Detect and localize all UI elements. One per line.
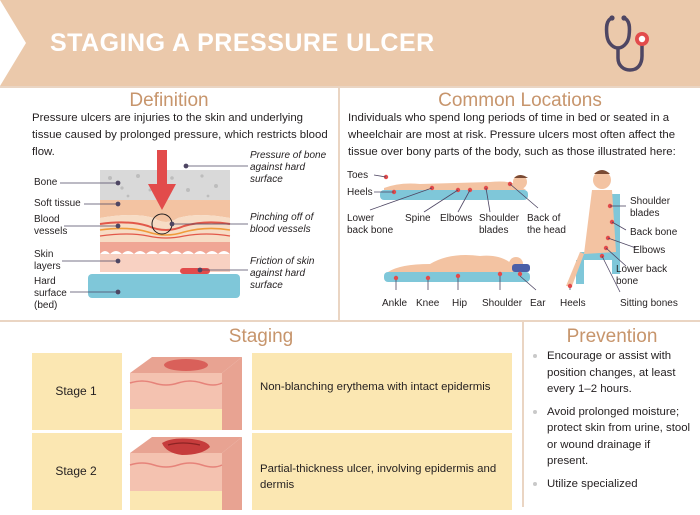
label-blood-vessels-1: Blood — [34, 214, 60, 225]
bullet-icon — [533, 354, 537, 358]
label-friction-1: Friction of skin — [250, 256, 315, 267]
label-elbows: Elbows — [440, 213, 473, 224]
label-pinching-2: blood vessels — [250, 224, 311, 235]
label-back-head-1: Back of — [527, 213, 561, 224]
list-item: Avoid prolonged moisture; protect skin f… — [533, 404, 693, 470]
stage-description: Non-blanching erythema with intact epide… — [260, 381, 491, 393]
label-heels-seated: Heels — [560, 298, 586, 309]
header-banner: STAGING A PRESSURE ULCER — [0, 0, 700, 86]
label-spine: Spine — [405, 213, 431, 224]
prevention-title: Prevention — [566, 326, 658, 347]
label-w-lower-back-1: Lower back — [616, 264, 668, 275]
list-item: Utilize specialized — [533, 476, 693, 493]
label-hard-surface-3: (bed) — [34, 300, 58, 311]
skin-cross-section-illustration — [88, 150, 240, 298]
label-pinching-1: Pinching off of — [250, 212, 314, 223]
label-lower-back-1: Lower — [347, 213, 375, 224]
top-divider — [0, 86, 700, 88]
stage-label: Stage 1 — [55, 384, 97, 398]
stage-description: Partial-thickness ulcer, involving epide… — [260, 463, 497, 491]
label-skin-layers-2: layers — [34, 261, 61, 272]
label-pressure-2: against hard — [250, 162, 306, 173]
label-w-shoulder-blades-1: Shoulder — [630, 196, 671, 207]
list-item: Encourage or assist with position change… — [533, 348, 693, 398]
label-w-lower-back-2: bone — [616, 276, 639, 287]
stethoscope-icon — [604, 15, 649, 72]
middle-divider — [0, 320, 700, 322]
label-ear: Ear — [530, 298, 546, 309]
table-row: Stage 1 Non-blanching erythema with inta… — [32, 353, 512, 430]
label-hard-surface-2: surface — [34, 288, 67, 299]
label-hard-surface-1: Hard — [34, 276, 56, 287]
label-shoulder-blades-2: blades — [479, 225, 509, 236]
label-knee: Knee — [416, 298, 440, 309]
definition-leader-lines — [60, 163, 248, 295]
stage-label: Stage 2 — [55, 464, 97, 478]
label-hip: Hip — [452, 298, 468, 309]
label-skin-layers-1: Skin — [34, 249, 54, 260]
label-shoulder-blades-1: Shoulder — [479, 213, 520, 224]
center-divider — [338, 86, 340, 320]
definition-text: Pressure ulcers are injuries to the skin… — [32, 112, 328, 158]
label-heels: Heels — [347, 187, 373, 198]
stage-2-illustration — [122, 433, 252, 510]
header-chevron — [0, 0, 26, 86]
bullet-icon — [533, 481, 537, 486]
label-lower-back-2: back bone — [347, 225, 394, 236]
prevention-list: Encourage or assist with position change… — [533, 348, 693, 498]
label-bone: Bone — [34, 177, 58, 188]
label-w-elbows: Elbows — [633, 245, 666, 256]
label-pressure-3: surface — [250, 174, 283, 185]
bullet-icon — [533, 409, 537, 414]
staging-title: Staging — [228, 326, 294, 347]
definition-title: Definition — [129, 90, 209, 111]
label-soft-tissue: Soft tissue — [34, 198, 81, 209]
label-pressure-1: Pressure of bone — [250, 150, 327, 161]
label-friction-3: surface — [250, 280, 283, 291]
page-title: STAGING A PRESSURE ULCER — [50, 29, 435, 57]
label-toes: Toes — [347, 170, 369, 181]
label-blood-vessels-2: vessels — [34, 226, 68, 237]
label-sitting-bones: Sitting bones — [620, 298, 678, 309]
stage-1-illustration — [122, 353, 252, 430]
label-shoulder: Shoulder — [482, 298, 523, 309]
prevention-divider — [522, 320, 524, 507]
locations-text: Individuals who spend long periods of ti… — [348, 112, 676, 158]
label-friction-2: against hard — [250, 268, 306, 279]
label-w-back-bone: Back bone — [630, 227, 678, 238]
label-back-head-2: the head — [527, 225, 566, 236]
body-positions-illustration — [369, 170, 637, 293]
table-row: Stage 2 Partial-thickness ulcer, involvi… — [32, 433, 512, 510]
label-ankle: Ankle — [382, 298, 408, 309]
label-w-shoulder-blades-2: blades — [630, 208, 660, 219]
locations-title: Common Locations — [438, 90, 602, 111]
